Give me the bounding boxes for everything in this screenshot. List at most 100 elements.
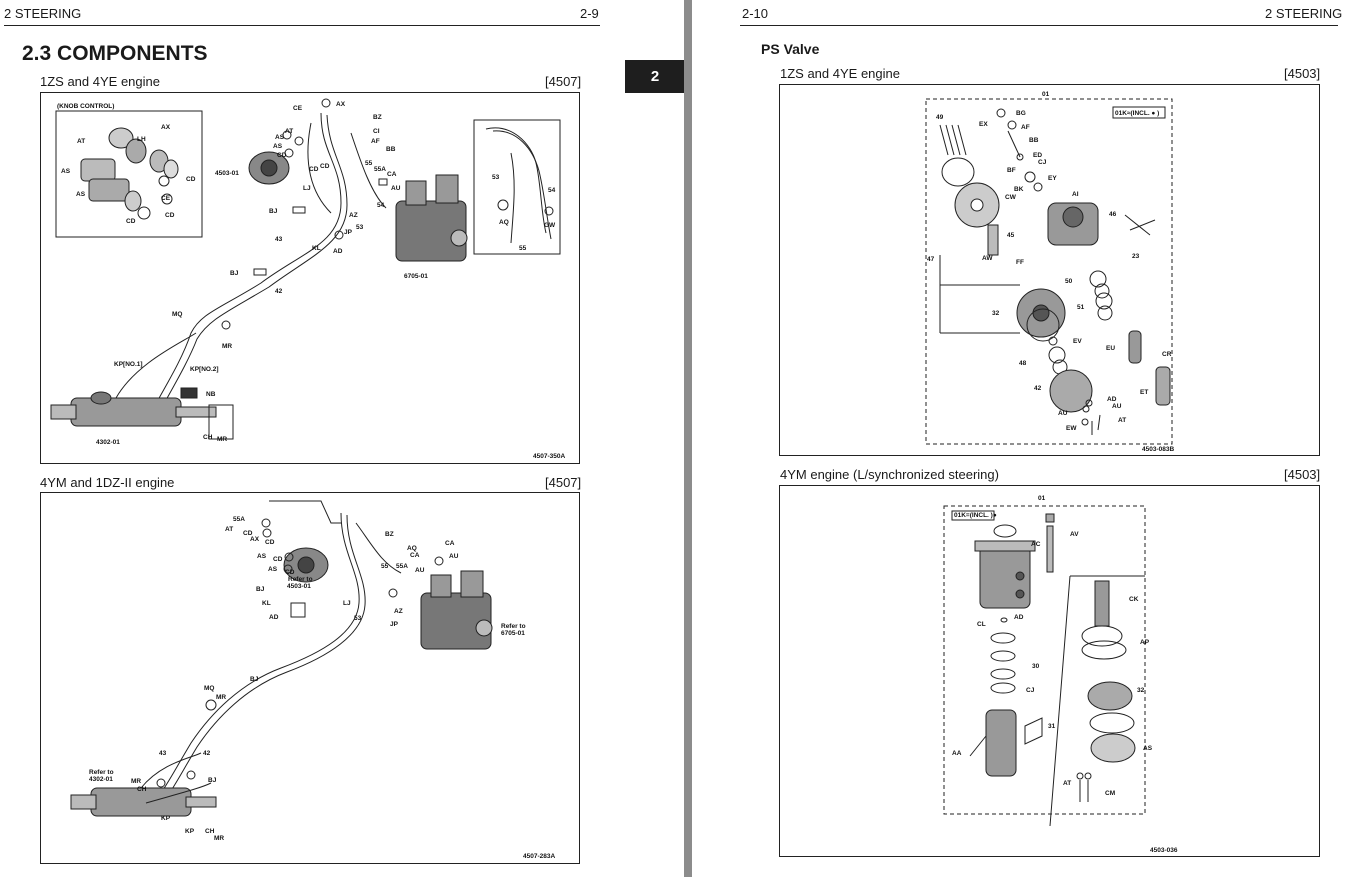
figure-ref: [4507] [545, 475, 582, 490]
part-label: AX [161, 124, 171, 131]
part-label: AS [273, 143, 283, 150]
figure-ref: [4503] [1284, 467, 1321, 482]
part-label: 43 [159, 750, 167, 757]
part-label: EY [1048, 175, 1057, 182]
part-label: 6705-01 [404, 273, 428, 280]
diagram-svg: 01 01K≈(INCL. ● ) 49 BG EX AF BB ED CJ B… [925, 91, 1174, 453]
figure-caption: 4YM engine (L/synchronized steering) [780, 467, 999, 482]
part-label: CJ [1026, 687, 1035, 694]
header-rule [4, 25, 600, 26]
part-label: AP [1140, 639, 1150, 646]
part-label: AU [1112, 403, 1122, 410]
part-label: AT [1118, 417, 1126, 424]
part-label: CK [1129, 596, 1139, 603]
part-label: 42 [275, 288, 283, 295]
part-label: Refer to [288, 576, 313, 583]
part-label: AV [1070, 531, 1079, 538]
part-label: 32 [1137, 687, 1145, 694]
drawing-number: 4507-283A [523, 853, 555, 860]
part-label: AS [257, 553, 267, 560]
part-label: 30 [1032, 663, 1040, 670]
part-label: ED [1033, 152, 1042, 159]
part-label: AZ [349, 212, 358, 219]
part-label: BJ [230, 270, 239, 277]
inset-frame-right [473, 119, 561, 255]
section-tab: 2 [625, 60, 685, 93]
part-label: 55 [381, 563, 389, 570]
part-label: MQ [204, 685, 214, 692]
part-label: MR [131, 778, 141, 785]
part-label: 54 [548, 187, 556, 194]
part-label: AU [1058, 410, 1068, 417]
part-label: 48 [1019, 360, 1027, 367]
incl-note: 01K=(INCL. )● [954, 512, 997, 519]
page-gutter [684, 0, 692, 877]
part-label: MQ [172, 311, 182, 318]
part-label: 42 [203, 750, 211, 757]
part-label: CW [1005, 194, 1017, 201]
part-label: CD [285, 569, 295, 576]
part-label: CD [273, 556, 283, 563]
part-label: BZ [385, 531, 394, 538]
part-label: 55A [396, 563, 408, 570]
part-label: BZ [373, 114, 382, 121]
part-label: AD [1014, 614, 1024, 621]
part-label: CA [387, 171, 397, 178]
part-label: AD [333, 248, 343, 255]
part-label: AQ [499, 219, 509, 226]
part-label: BB [1029, 137, 1039, 144]
part-label: NB [206, 391, 216, 398]
part-label: 4503-01 [287, 583, 311, 590]
part-label: BJ [250, 676, 259, 683]
part-label: BJ [256, 586, 265, 593]
part-label: KL [312, 245, 321, 252]
part-label: AC [1031, 541, 1041, 548]
diagram-svg: 55A AT CD AX CD AS CD AS CD BZ AQ CA AU … [70, 500, 555, 860]
part-label: CD [320, 163, 330, 170]
part-label: CH [137, 786, 147, 793]
part-label: LJ [343, 600, 351, 607]
part-label: CD [309, 166, 319, 173]
part-label: AS [76, 191, 86, 198]
part-label: CD [126, 218, 136, 225]
drawing-number: 4503-083B [1142, 446, 1174, 453]
page-number: 2-10 [742, 6, 769, 21]
part-label: 53 [356, 224, 364, 231]
part-label: CD [277, 152, 287, 159]
part-label: LJ [303, 185, 311, 192]
part-label: CR [1162, 351, 1172, 358]
part-label: 55A [233, 516, 245, 523]
part-label: BK [1014, 186, 1024, 193]
part-label: EV [1073, 338, 1082, 345]
part-label: FF [1016, 259, 1024, 266]
part-label: AS [275, 134, 285, 141]
drawing-number: 4503-036 [1150, 847, 1178, 854]
part-label: AU [449, 553, 459, 560]
part-label: 55 [365, 160, 373, 167]
part-label: 45 [1007, 232, 1015, 239]
part-label: CD [165, 212, 175, 219]
part-label: CE [293, 105, 303, 112]
part-label: 4302-01 [96, 439, 120, 446]
part-label: 55 [519, 245, 527, 252]
part-label: CH [205, 828, 215, 835]
figure-caption: 1ZS and 4YE engine [780, 66, 900, 81]
part-label: 6705-01 [501, 630, 525, 637]
part-label: 53 [492, 174, 500, 181]
part-label: AT [285, 128, 293, 135]
part-label: AA [952, 750, 962, 757]
part-label: AT [1063, 780, 1071, 787]
part-label: Refer to [89, 769, 114, 776]
part-label: AF [1021, 124, 1030, 131]
part-label: BB [386, 146, 396, 153]
part-label: EU [1106, 345, 1115, 352]
figure-diagram-ps-valve-2: 01 01K=(INCL. )● AV AC AD CL CK AP 30 CJ… [779, 485, 1320, 857]
part-label: AX [250, 536, 260, 543]
section-title: 2.3 COMPONENTS [22, 42, 208, 65]
part-label: AS [1143, 745, 1153, 752]
part-label: MR [216, 694, 226, 701]
part-label: 46 [1109, 211, 1117, 218]
part-label: AS [268, 566, 278, 573]
part-label: KP [185, 828, 195, 835]
diagram-svg: 01 01K=(INCL. )● AV AC AD CL CK AP 30 CJ… [943, 495, 1178, 854]
